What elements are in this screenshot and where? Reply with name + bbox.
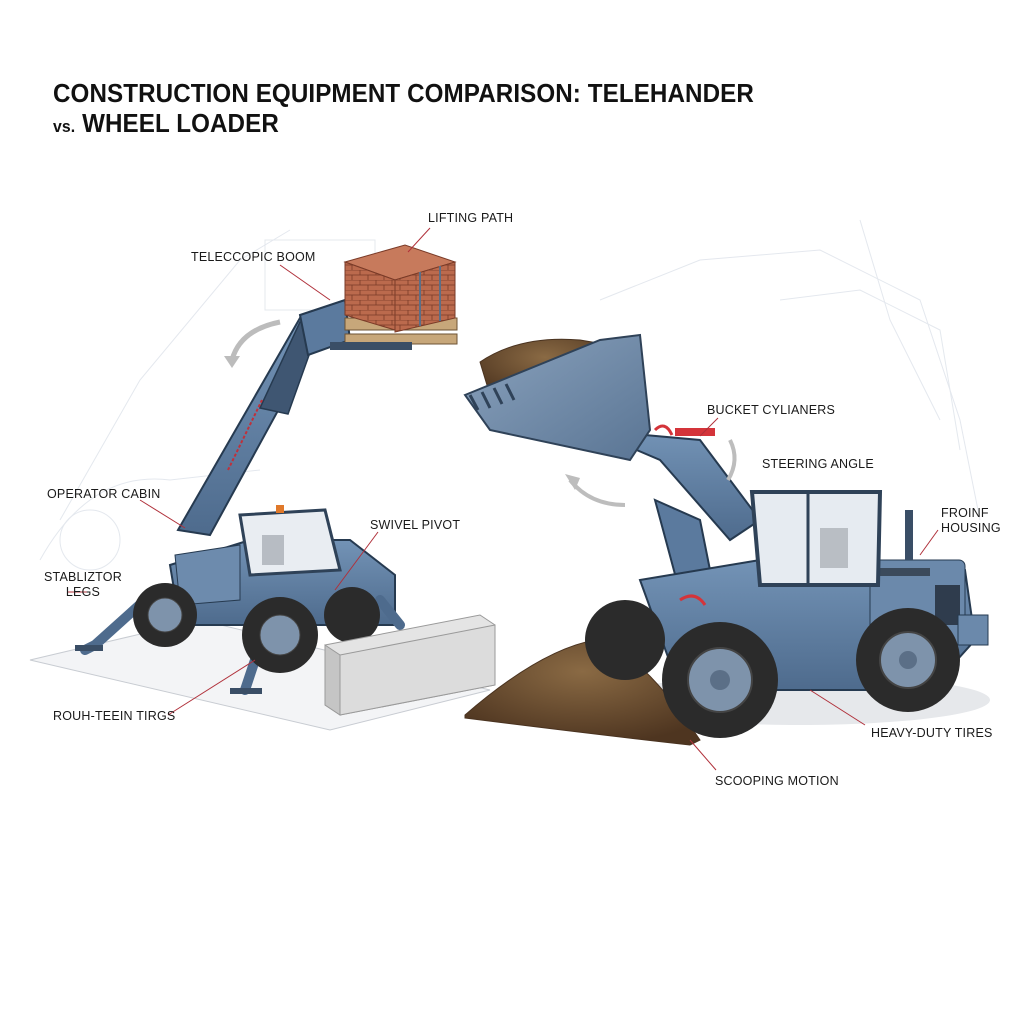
label-lifting-path: LIFTING PATH [428, 211, 514, 225]
label-scooping-motion: SCOOPING MOTION [715, 774, 839, 788]
concrete-barrier [324, 614, 496, 716]
label-steering-angle: STEERING ANGLE [762, 457, 874, 471]
loader-bucket [463, 333, 652, 462]
label-heavy-duty-tires: HEAVY-DUTY TIRES [871, 726, 993, 740]
title-wheel-loader: WHEEL LOADER [82, 108, 279, 138]
label-stabilizer-legs-line2: LEGS [65, 585, 101, 599]
loader-tires [585, 600, 960, 738]
label-operator-cabin: OPERATOR CABIN [47, 487, 161, 501]
loader-cabin [749, 490, 883, 587]
title-line-2: vs. WHEEL LOADER [53, 108, 754, 142]
label-front-housing: FROINF HOUSING [941, 506, 1001, 536]
label-stabilizer-legs-line1: STABLIZTOR [44, 570, 122, 584]
telehandler [75, 244, 458, 695]
label-front-housing-line2: HOUSING [941, 521, 1001, 535]
brick-pallet [343, 244, 457, 333]
label-rough-terrain-tires: ROUH-TEEIN TIRGS [53, 709, 176, 723]
telehandler-tires [133, 583, 380, 673]
label-front-housing-line1: FROINF [941, 506, 989, 520]
label-stabilizer-legs: STABLIZTOR LEGS [44, 570, 122, 600]
label-bucket-cylinders: BUCKET CYLIANERS [707, 403, 836, 417]
wheel-loader [463, 333, 990, 746]
title-vs: vs. [53, 117, 76, 136]
label-swivel-pivot: SWIVEL PIVOT [370, 518, 461, 532]
page-title: CONSTRUCTION EQUIPMENT COMPARISON: TELEH… [53, 78, 754, 142]
background-sketch [39, 219, 981, 571]
label-telescopic-boom: TELECCOPIC BOOM [191, 250, 316, 264]
title-line-1: CONSTRUCTION EQUIPMENT COMPARISON: TELEH… [53, 78, 754, 108]
leader-lines [68, 227, 939, 771]
telehandler-cabin [238, 508, 342, 577]
